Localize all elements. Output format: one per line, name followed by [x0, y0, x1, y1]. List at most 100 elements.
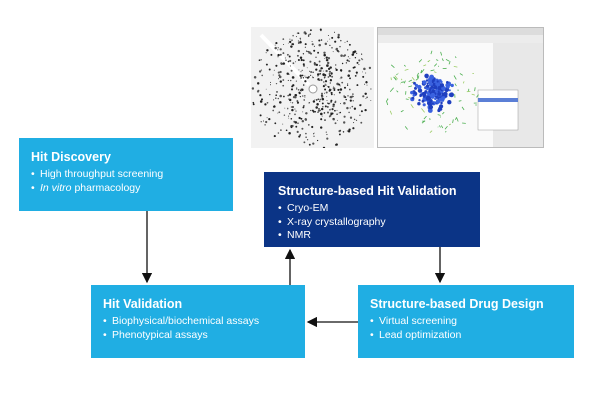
diffraction-spot: [319, 98, 322, 101]
diffraction-spot: [364, 92, 367, 96]
diffraction-spot: [325, 91, 328, 94]
ribbon-segment: [444, 125, 448, 130]
diffraction-spot: [315, 106, 318, 109]
diffraction-spot: [343, 121, 346, 124]
diffraction-spot: [331, 89, 333, 91]
diffraction-spot: [290, 45, 293, 48]
ribbon-segment: [459, 73, 464, 76]
ribbon-segment: [441, 58, 444, 62]
ribbon-segment: [394, 75, 398, 80]
diffraction-spot: [266, 101, 269, 104]
diffraction-spot: [300, 117, 303, 120]
diffraction-spot: [277, 71, 280, 74]
ribbon-segment: [448, 123, 452, 126]
diffraction-spot: [347, 49, 349, 51]
diffraction-spot: [321, 95, 324, 98]
diffraction-spot: [275, 42, 278, 45]
menu-highlight: [478, 98, 518, 102]
diffraction-spot: [302, 95, 304, 97]
diffraction-spot: [338, 112, 340, 114]
diffraction-spot: [313, 132, 315, 134]
diffraction-spot: [348, 69, 351, 73]
diffraction-spot: [358, 64, 360, 66]
diffraction-spot: [324, 119, 326, 122]
ribbon-segment: [456, 117, 459, 122]
diffraction-spot: [298, 69, 300, 71]
diffraction-spot: [326, 61, 330, 65]
surface-atom: [418, 98, 421, 102]
diffraction-spot: [323, 81, 325, 83]
ribbon-segment: [440, 125, 444, 129]
diffraction-spot: [324, 42, 328, 46]
list-item: Virtual screening: [370, 315, 564, 329]
diffraction-spot: [327, 67, 331, 71]
diffraction-spot: [327, 76, 330, 78]
diffraction-spot: [277, 132, 280, 134]
diffraction-spot: [315, 56, 317, 58]
diffraction-spot: [346, 84, 349, 86]
diffraction-spot: [319, 28, 322, 31]
diffraction-spot: [299, 134, 302, 136]
diffraction-spot: [346, 106, 349, 110]
diffraction-spot: [260, 121, 262, 123]
surface-atom: [421, 99, 425, 103]
diffraction-spot: [321, 102, 324, 105]
ribbon-segment: [418, 59, 423, 63]
protein-surface-blue: [410, 73, 454, 113]
diffraction-spot: [329, 66, 332, 69]
surface-atom: [431, 102, 434, 105]
diffraction-spot: [319, 80, 321, 81]
diffraction-spot: [305, 76, 307, 79]
diffraction-spot: [302, 64, 306, 67]
diffraction-spot: [268, 117, 271, 121]
surface-atom: [450, 83, 454, 88]
diffraction-spot: [318, 43, 321, 47]
diffraction-spot: [319, 109, 321, 112]
list-item: High throughput screening: [31, 168, 223, 182]
diffraction-spot: [313, 45, 315, 47]
surface-atom: [428, 79, 432, 84]
diffraction-spot: [332, 118, 334, 120]
diffraction-pattern-image: [251, 27, 374, 148]
diffraction-spot: [296, 130, 299, 133]
diffraction-spot: [261, 74, 263, 77]
ribbon-segment: [433, 71, 437, 73]
diffraction-spot: [347, 95, 349, 97]
diffraction-spot: [287, 42, 289, 44]
diffraction-spot: [297, 32, 300, 35]
diffraction-spot: [327, 40, 329, 42]
ribbon-segment: [474, 87, 476, 92]
diffraction-spot: [269, 84, 272, 86]
diffraction-spot: [291, 43, 293, 45]
list-item: NMR: [278, 229, 470, 243]
diffraction-spot: [304, 43, 307, 46]
ribbon-segment: [404, 126, 408, 130]
diffraction-spot: [311, 125, 314, 129]
ribbon-segment: [417, 75, 420, 79]
diffraction-spot: [328, 73, 331, 75]
surface-atom: [421, 91, 427, 97]
diffraction-spot: [282, 52, 285, 55]
surface-atom: [429, 82, 432, 85]
diffraction-spot: [297, 42, 300, 44]
ribbon-segment: [408, 79, 413, 82]
diffraction-spot: [336, 109, 338, 111]
diffraction-spot: [349, 116, 353, 119]
diffraction-spot: [306, 139, 309, 141]
ribbon-segment: [404, 68, 409, 71]
ribbon-segment: [400, 110, 404, 113]
diffraction-spot: [326, 133, 328, 136]
surface-atom: [422, 103, 426, 107]
diffraction-spot: [303, 31, 306, 34]
structure-hit-validation-list: Cryo-EM X-ray crystallography NMR: [278, 202, 470, 243]
diffraction-spot: [329, 82, 331, 84]
diffraction-spot: [339, 78, 341, 80]
surface-atom: [417, 102, 421, 106]
ribbon-segment: [396, 73, 398, 76]
molecular-software-screenshot: [377, 27, 544, 148]
diffraction-spot: [348, 111, 350, 114]
diffraction-spot: [319, 64, 321, 67]
diffraction-spot: [332, 105, 335, 108]
diffraction-spot: [260, 98, 264, 101]
surface-atom: [414, 86, 417, 90]
